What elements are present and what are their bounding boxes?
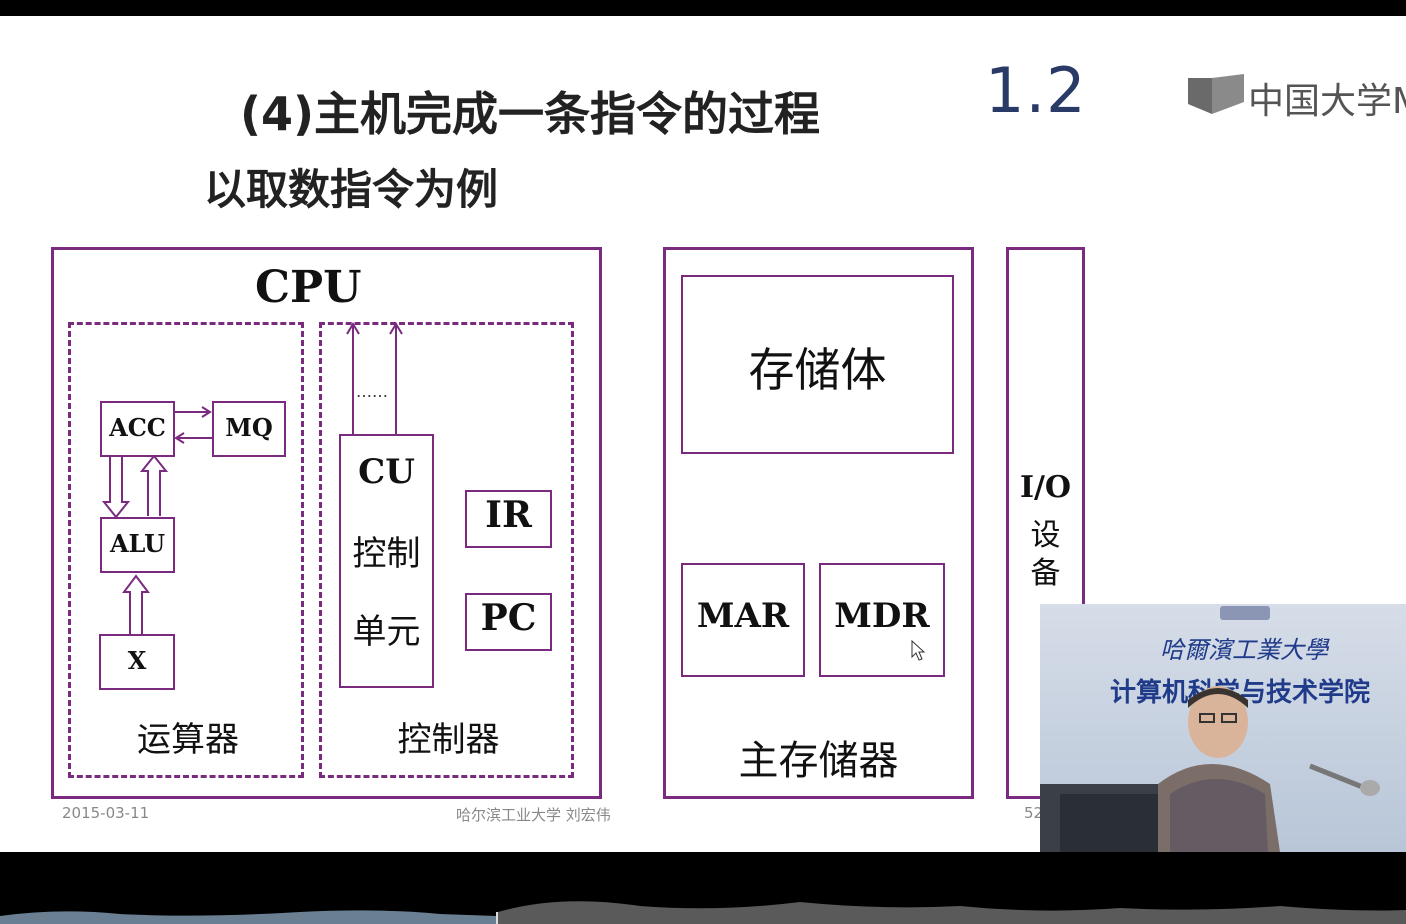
lecturer-video-overlay: 哈爾濱工業大學 计算机科学与技术学院 <box>1040 604 1406 852</box>
cu-label-line3: 单元 <box>352 612 421 652</box>
storage-body-label: 存储体 <box>748 343 887 397</box>
acc-register <box>100 401 175 457</box>
mouse-cursor-icon <box>911 640 926 661</box>
lecturer-figure <box>1040 686 1380 852</box>
storage-body-block <box>681 275 954 454</box>
io-label-line2: 设 <box>1030 518 1061 553</box>
alu-unit-frame <box>68 322 304 778</box>
pc-label: PC <box>480 597 537 639</box>
io-label-line3: 备 <box>1030 556 1061 591</box>
cpu-datapath-arrows <box>101 322 403 634</box>
slide-subtitle: 以取数指令为例 <box>204 165 499 214</box>
mq-label: MQ <box>225 413 273 442</box>
mar-register <box>681 563 805 677</box>
cu-label-line2: 控制 <box>352 534 421 574</box>
logo-text: 中国大学M <box>1248 81 1406 122</box>
video-progress-area[interactable] <box>0 852 1406 924</box>
cpu-label: CPU <box>255 262 362 313</box>
mq-register <box>212 401 286 457</box>
ir-register <box>465 490 552 548</box>
mar-label: MAR <box>696 596 790 636</box>
control-unit-label: 控制器 <box>397 720 500 760</box>
mdr-register <box>819 563 945 677</box>
mooc-logo: 中国大学M <box>1186 68 1406 124</box>
pc-register <box>465 593 552 651</box>
slide-canvas: (4)主机完成一条指令的过程 以取数指令为例 1.2 中国大学M CPU <box>0 16 1406 852</box>
university-emblem-icon <box>1220 606 1270 620</box>
ir-label: IR <box>485 494 532 536</box>
control-unit-frame <box>319 322 574 778</box>
slide-title: (4)主机完成一条指令的过程 <box>240 87 821 141</box>
mdr-label: MDR <box>834 596 930 636</box>
cu-block <box>339 434 434 688</box>
cpu-box <box>51 247 602 799</box>
alu-label: ALU <box>109 529 166 558</box>
alu-unit-label: 运算器 <box>137 720 239 760</box>
x-register <box>99 634 175 690</box>
footer-date: 2015-03-11 <box>62 804 150 822</box>
x-label: X <box>127 646 147 675</box>
footer-page-number: 52 <box>1024 804 1044 822</box>
audio-waveform <box>0 901 1406 924</box>
io-label-line1: I/O <box>1019 470 1072 505</box>
acc-label: ACC <box>109 413 166 442</box>
book-logo-icon <box>1188 74 1244 114</box>
sign-university-name: 哈爾濱工業大學 <box>1160 636 1328 664</box>
footer-author: 哈尔滨工业大学 刘宏伟 <box>456 806 611 824</box>
main-memory-box <box>663 247 974 799</box>
main-memory-label: 主存储器 <box>738 738 899 784</box>
section-number: 1.2 <box>985 54 1087 127</box>
cu-label-line1: CU <box>358 452 415 492</box>
cu-signal-dots: …… <box>356 382 388 401</box>
alu-block <box>100 517 175 573</box>
